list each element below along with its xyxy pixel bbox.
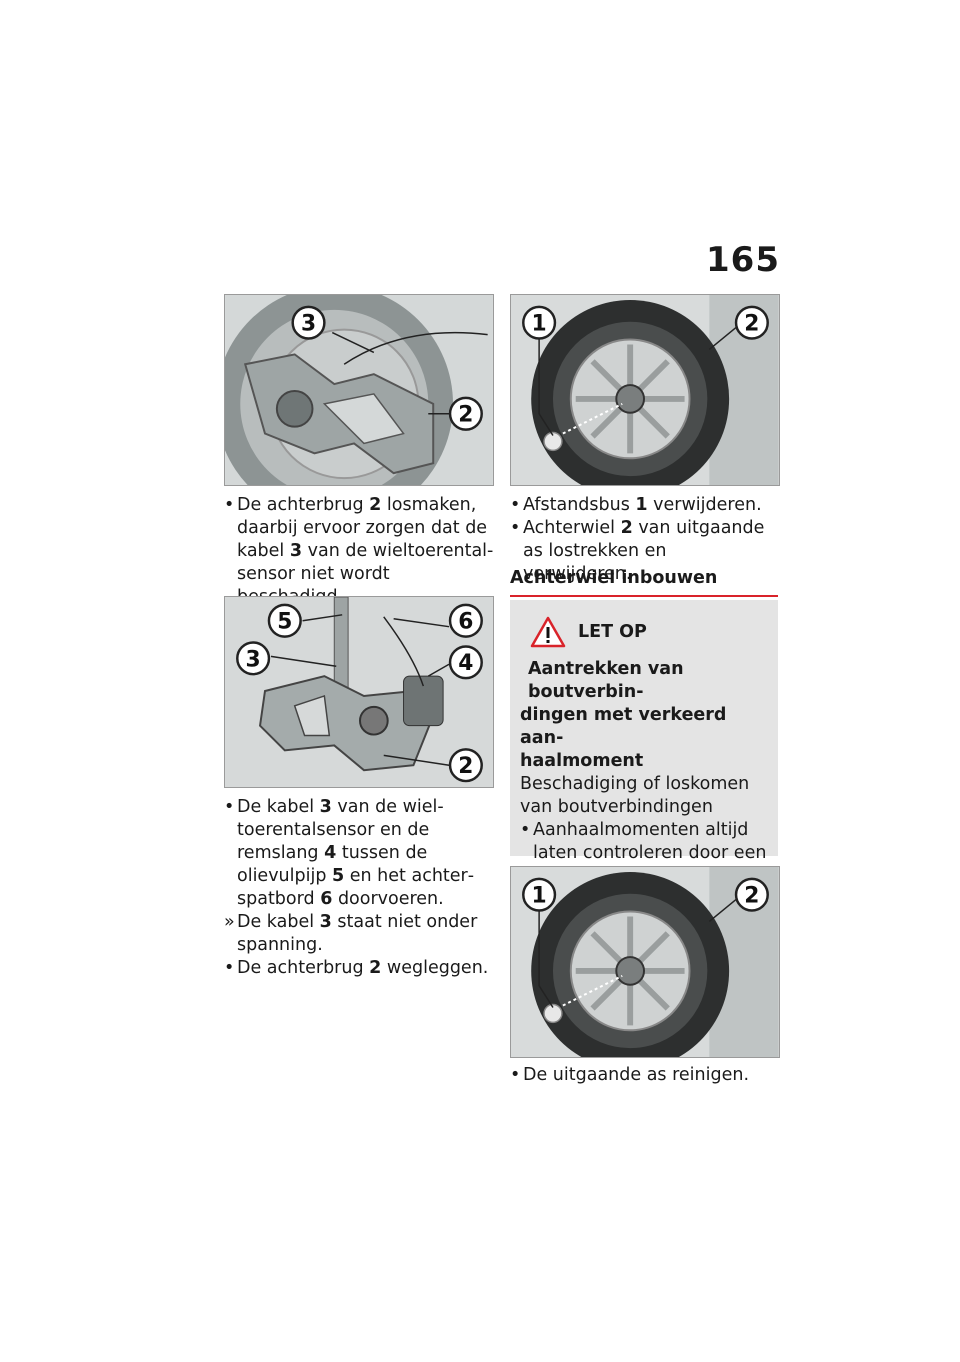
callout-label: 3: [301, 312, 316, 337]
page-number: 165: [706, 240, 780, 280]
callout-label: 2: [458, 403, 473, 428]
ref-number: 3: [319, 912, 332, 932]
text: van de wiel­toerentalsensor en de remsla…: [237, 797, 444, 863]
ref-number: 2: [620, 518, 633, 538]
section-heading: Achterwiel inbouwen: [510, 566, 778, 597]
cable-routing-illustration: 5 3 6 4 2: [225, 597, 493, 787]
ref-number: 4: [324, 843, 337, 863]
callout-label: 1: [532, 312, 547, 337]
warning-header: LET OP: [530, 610, 770, 654]
list-item: •De achterbrug 2 wegleggen.: [224, 957, 496, 980]
warning-consequence: Beschadiging of loskomen van boutverbind…: [520, 774, 750, 817]
ref-number: 1: [635, 495, 648, 515]
text: Achterwiel: [523, 518, 621, 538]
figure-swingarm-removal: 3 2: [224, 294, 494, 486]
text: wegleggen.: [381, 958, 489, 978]
warning-triangle-icon: [530, 616, 566, 648]
ref-number: 2: [369, 495, 382, 515]
text: en het achter­spatbord: [237, 866, 475, 909]
text: losmaken, daarbij ervoor zorgen dat de k…: [237, 495, 488, 561]
bullet: •: [520, 820, 531, 840]
bullet: •: [510, 495, 521, 515]
left-instructions-2: •De kabel 3 van de wiel­toerentalsensor …: [224, 796, 496, 980]
callout-label: 2: [744, 884, 759, 909]
text: De kabel: [237, 912, 320, 932]
text: Afstandsbus: [523, 495, 636, 515]
text: De uitgaande as reinigen.: [523, 1065, 750, 1085]
text: van uitgaande as lostrekken en verwijder…: [523, 518, 765, 584]
callout-label: 6: [458, 610, 473, 635]
result-item: »De kabel 3 staat niet onder spanning.: [224, 911, 496, 957]
text: haalmoment: [520, 751, 644, 771]
text: verwijderen.: [647, 495, 762, 515]
ref-number: 5: [332, 866, 345, 886]
figure-cable-routing: 5 3 6 4 2: [224, 596, 494, 788]
text: staat niet onder spanning.: [237, 912, 478, 955]
callout-label: 2: [458, 754, 473, 779]
ref-number: 3: [289, 541, 303, 561]
bullet: •: [224, 958, 235, 978]
list-item: •Achterwiel 2 van uitgaande as lostrekke…: [510, 517, 780, 586]
ref-number: 6: [320, 889, 333, 909]
warning-hazard: Aantrekken van boutverbin- dingen met ve…: [520, 658, 770, 773]
list-item: •De uitgaande as reinigen.: [510, 1064, 780, 1087]
left-instructions-1: •De achterbrug 2 losmaken, daarbij ervoo…: [224, 494, 496, 609]
figure-rear-wheel-install: 1 2: [510, 866, 780, 1058]
rear-wheel-illustration: 1 2: [511, 867, 779, 1057]
callout-label: 3: [246, 647, 261, 672]
text: Aantrekken van boutverbin-: [528, 659, 684, 702]
warning-title: LET OP: [578, 621, 647, 642]
ref-number: 2: [369, 958, 382, 978]
list-item: •De kabel 3 van de wiel­toerentalsensor …: [224, 796, 496, 911]
warning-box: LET OP Aantrekken van boutverbin- dingen…: [510, 600, 778, 909]
bullet: •: [224, 797, 235, 817]
list-item: •De achterbrug 2 losmaken, daarbij ervoo…: [224, 494, 496, 609]
list-item: •Afstandsbus 1 verwijderen.: [510, 494, 780, 517]
rear-wheel-illustration: 1 2: [511, 295, 779, 485]
text: dingen met verkeerd aan-: [520, 705, 727, 748]
callout-label: 4: [458, 651, 473, 676]
callout-label: 5: [277, 610, 292, 635]
callout-label: 2: [744, 312, 759, 337]
swingarm-illustration: 3 2: [225, 295, 493, 485]
result-marker: »: [224, 912, 235, 932]
text: tussen de olievulpijp: [237, 843, 428, 886]
callout-label: 1: [532, 884, 547, 909]
ref-number: 3: [319, 797, 332, 817]
figure-rear-wheel-removal: 1 2: [510, 294, 780, 486]
text: De achterbrug: [237, 958, 370, 978]
text: De achterbrug: [237, 495, 370, 515]
bullet: •: [510, 1065, 521, 1085]
right-instructions-2: •De uitgaande as reinigen.: [510, 1064, 780, 1087]
bullet: •: [510, 518, 521, 538]
right-instructions-1: •Afstandsbus 1 verwijderen. •Achterwiel …: [510, 494, 780, 586]
text: doorvoeren.: [332, 889, 444, 909]
text: De kabel: [237, 797, 320, 817]
bullet: •: [224, 495, 235, 515]
